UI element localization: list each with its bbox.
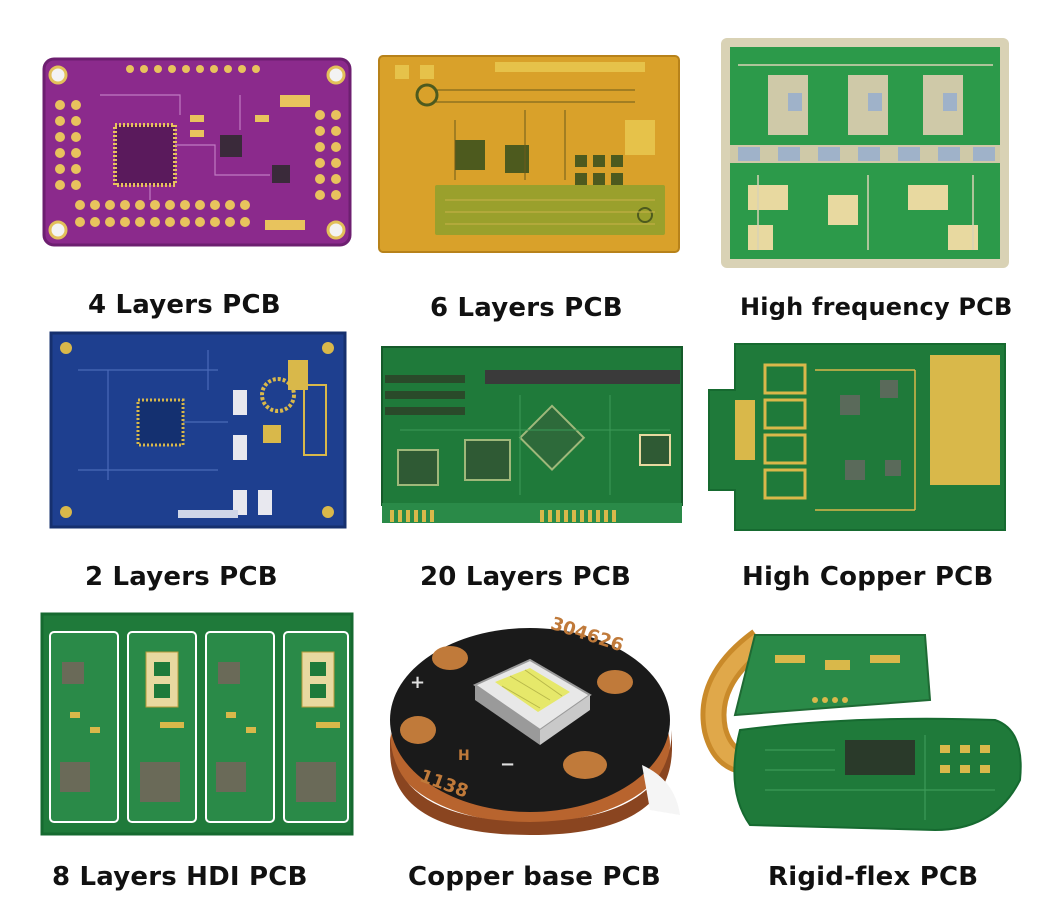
caption-4-layers-pcb: 4 Layers PCB xyxy=(88,290,281,320)
blue-2-layer-pcb-photo xyxy=(49,331,347,529)
caption-8-layers-hdi-pcb: 8 Layers HDI PCB xyxy=(52,862,308,892)
caption-copper-base-pcb: Copper base PCB xyxy=(408,862,661,892)
caption-2-layers-pcb: 2 Layers PCB xyxy=(85,562,278,592)
caption-20-layers-pcb: 20 Layers PCB xyxy=(420,562,632,592)
caption-high-copper-pcb: High Copper PCB xyxy=(742,562,994,592)
8-layer-hdi-pcb-photo xyxy=(40,612,354,836)
caption-6-layers-pcb: 6 Layers PCB xyxy=(430,293,623,323)
caption-high-frequency-pcb: High frequency PCB xyxy=(740,293,1013,321)
caption-rigid-flex-pcb: Rigid-flex PCB xyxy=(768,862,979,892)
copper-board-minus: − xyxy=(500,754,515,775)
copper-board-mark: H xyxy=(458,748,470,764)
high-copper-pcb-photo xyxy=(708,343,1006,531)
copper-board-plus: + xyxy=(410,672,425,693)
rigid-flex-pcb-photo xyxy=(700,629,1022,832)
high-frequency-pcb-photo xyxy=(721,38,1009,268)
purple-4-layer-pcb-photo xyxy=(42,57,352,247)
gold-6-layer-pcb-photo xyxy=(378,55,680,253)
copper-base-pcb-photo: 304626 1138 + − H xyxy=(390,613,680,835)
green-20-layer-pcb-photo xyxy=(381,346,683,523)
